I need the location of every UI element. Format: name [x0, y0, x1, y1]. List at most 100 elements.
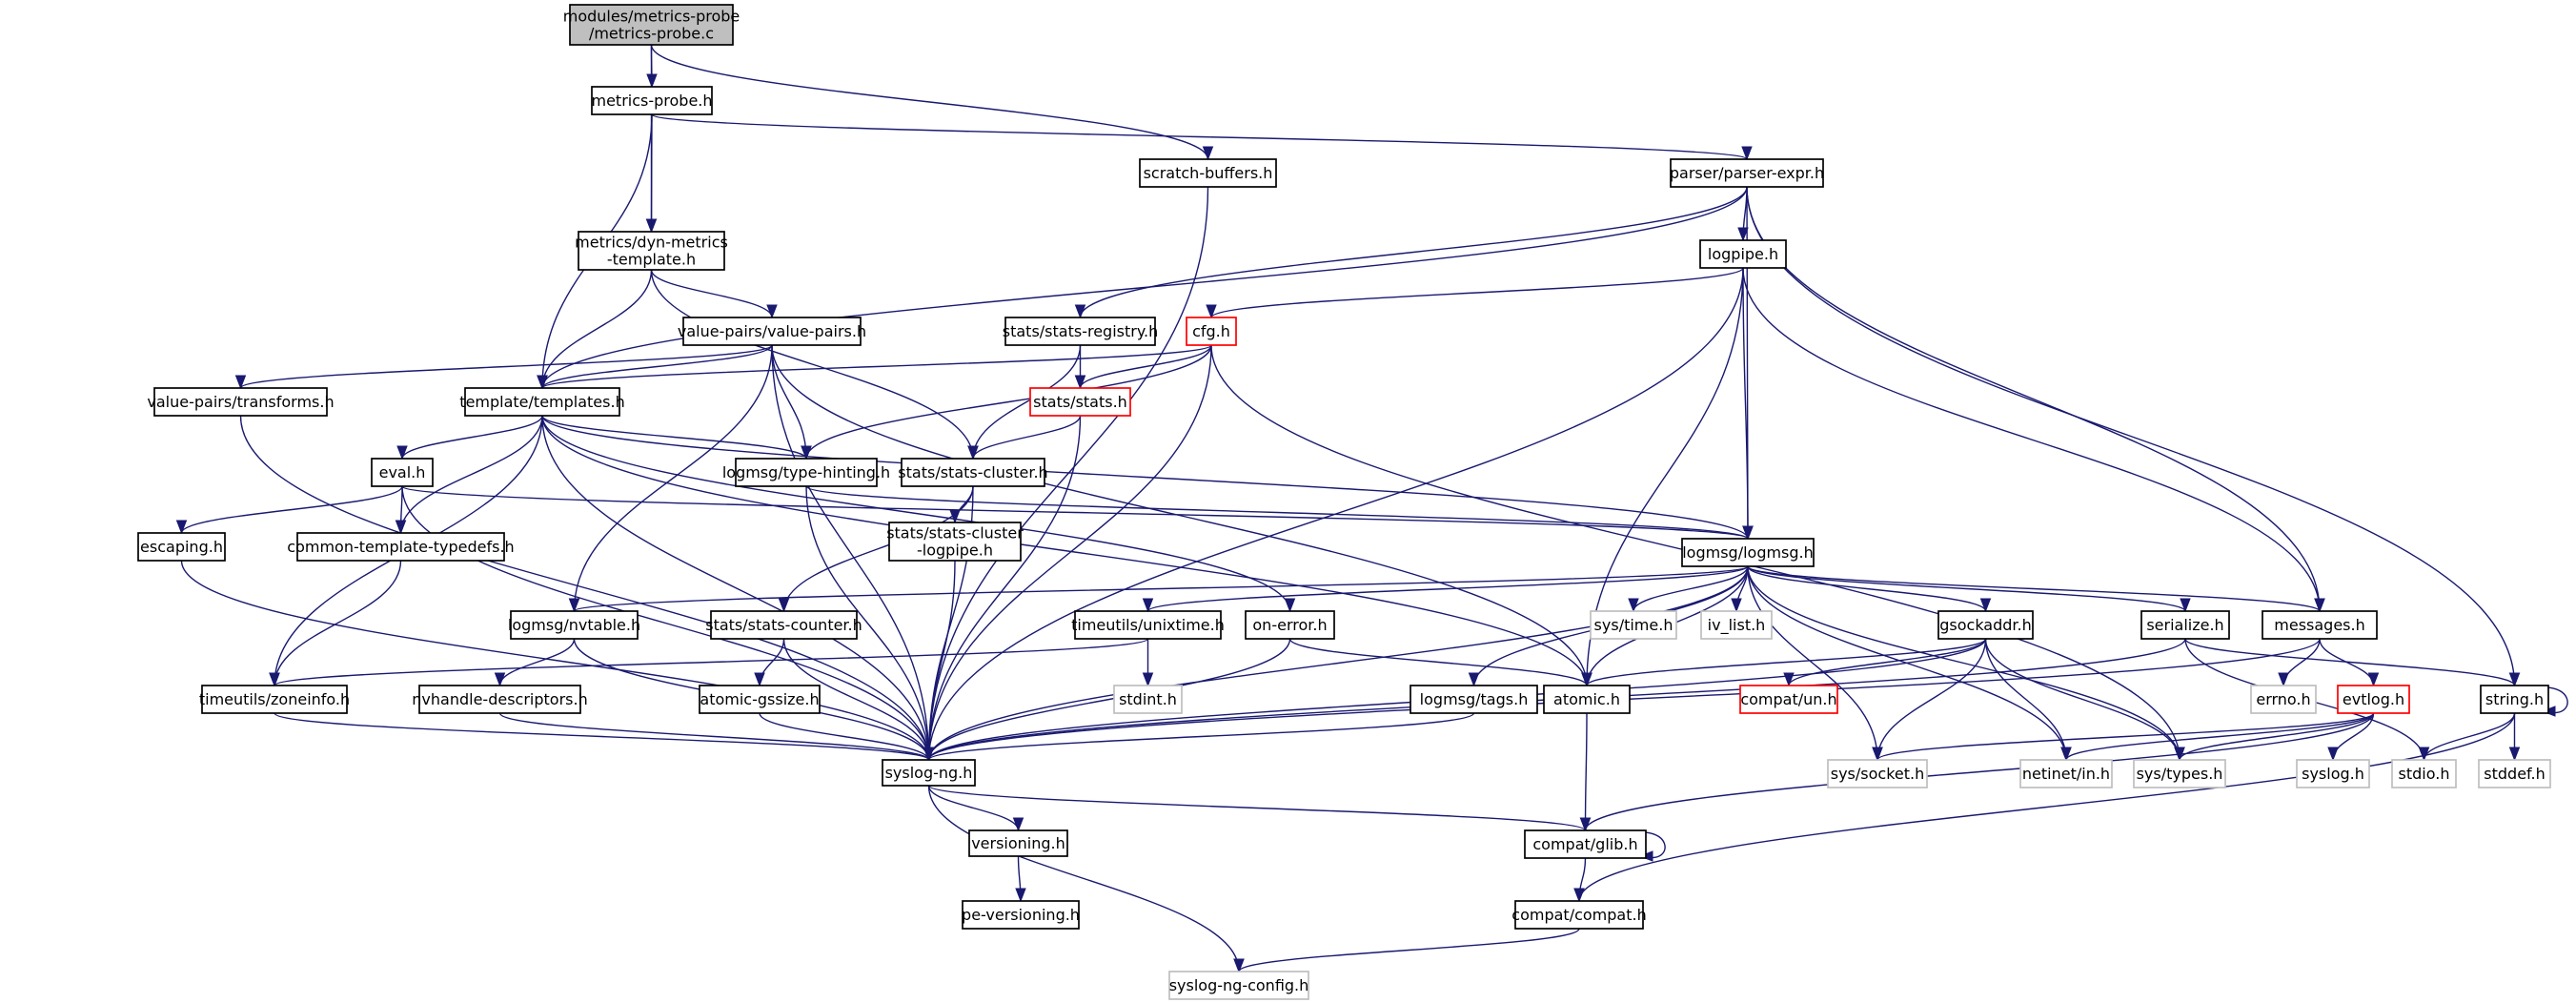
- arrowhead-icon: [1741, 146, 1753, 161]
- node-label: value-pairs/value-pairs.h: [678, 322, 866, 340]
- node-label: stats/stats-counter.h: [705, 616, 862, 634]
- node-sys-types-h[interactable]: sys/types.h: [2133, 759, 2226, 788]
- edge-stats-cluster-h-to-stats-cluster-logpipe-h: [949, 485, 974, 524]
- node-scratch-buffers-h[interactable]: scratch-buffers.h: [1139, 158, 1277, 188]
- node-sys-socket-h[interactable]: sys/socket.h: [1827, 759, 1928, 788]
- node-tags-h[interactable]: logmsg/tags.h: [1410, 685, 1538, 714]
- node-value-pairs-h[interactable]: value-pairs/value-pairs.h: [678, 317, 866, 346]
- node-type-hinting-h[interactable]: logmsg/type-hinting.h: [722, 458, 890, 487]
- node-cfg-h[interactable]: cfg.h: [1186, 317, 1237, 346]
- edge-line: [1578, 712, 2516, 902]
- arrowhead-icon: [754, 672, 765, 687]
- node-metrics-probe-h[interactable]: metrics-probe.h: [591, 86, 713, 115]
- node-compat-compat-h[interactable]: compat/compat.h: [1511, 900, 1647, 930]
- node-stddef-h[interactable]: stddef.h: [2478, 759, 2551, 788]
- node-dyn-metrics-template-h[interactable]: metrics/dyn-metrics-template.h: [575, 231, 728, 271]
- arrowhead-icon: [2314, 598, 2325, 613]
- node-compat-un-h[interactable]: compat/un.h: [1739, 685, 1838, 714]
- edge-line: [2184, 638, 2516, 686]
- edge-type-hinting-h-to-logmsg-h: [805, 485, 1754, 541]
- edge-line: [1747, 565, 2186, 612]
- node-label: errno.h: [2256, 690, 2310, 708]
- edge-line: [541, 415, 807, 460]
- node-netinet-in-h[interactable]: netinet/in.h: [2019, 759, 2113, 788]
- node-atomic-gssize-h[interactable]: atomic-gssize.h: [699, 685, 821, 714]
- arrowhead-icon: [1233, 958, 1245, 973]
- edge-logmsg-h-to-serialize-h: [1747, 565, 2191, 613]
- node-metrics-probe-c[interactable]: modules/metrics-probe/metrics-probe.c: [563, 4, 740, 46]
- node-box: [1827, 759, 1928, 788]
- node-gsockaddr-h[interactable]: gsockaddr.h: [1937, 610, 2034, 640]
- node-common-template-typedefs-h[interactable]: common-template-typedefs.h: [287, 532, 515, 562]
- edge-stats-h-to-stats-cluster-h: [967, 415, 1082, 461]
- node-iv-list-h[interactable]: iv_list.h: [1700, 610, 1773, 640]
- node-box: [1699, 239, 1787, 269]
- edge-line: [927, 638, 1291, 761]
- arrowhead-icon: [1284, 598, 1296, 613]
- arrowhead-icon: [1737, 227, 1749, 242]
- arrowhead-icon: [2418, 747, 2430, 762]
- node-atomic-h[interactable]: atomic.h: [1543, 685, 1631, 714]
- arrowhead-icon: [645, 218, 658, 234]
- edge-messages-h-to-evtlog-h: [2319, 638, 2380, 687]
- node-stats-cluster-h[interactable]: stats/stats-cluster.h: [898, 458, 1048, 487]
- node-box: [2296, 759, 2370, 788]
- node-templates-h[interactable]: template/templates.h: [459, 387, 625, 417]
- node-errno-h[interactable]: errno.h: [2250, 685, 2317, 714]
- node-sys-time-h[interactable]: sys/time.h: [1590, 610, 1677, 640]
- edge-line: [1747, 565, 1878, 761]
- node-stdio-h[interactable]: stdio.h: [2391, 759, 2457, 788]
- edge-line: [401, 415, 543, 460]
- node-syslog-h[interactable]: syslog.h: [2296, 759, 2370, 788]
- node-label: compat/compat.h: [1511, 906, 1646, 924]
- node-compat-glib-h[interactable]: compat/glib.h: [1524, 829, 1647, 859]
- node-serialize-h[interactable]: serialize.h: [2140, 610, 2230, 640]
- node-box: [1524, 829, 1647, 859]
- edge-parser-expr-h-to-string-h: [1746, 186, 2521, 687]
- edge-logpipe-h-to-messages-h: [1742, 267, 2325, 613]
- node-box: [2391, 759, 2457, 788]
- node-pe-versioning-h[interactable]: pe-versioning.h: [962, 900, 1080, 930]
- node-label: parser/parser-expr.h: [1670, 164, 1824, 182]
- arrowhead-icon: [1142, 598, 1154, 613]
- node-label: syslog.h: [2302, 765, 2364, 783]
- node-zoneinfo-h[interactable]: timeutils/zoneinfo.h: [199, 685, 350, 714]
- edge-line: [972, 344, 1082, 460]
- edge-line: [1876, 638, 1987, 761]
- node-versioning-h[interactable]: versioning.h: [968, 829, 1068, 857]
- node-escaping-h[interactable]: escaping.h: [137, 532, 226, 562]
- node-messages-h[interactable]: messages.h: [2262, 610, 2378, 640]
- arrowhead-icon: [1573, 888, 1585, 903]
- node-box: [968, 829, 1068, 857]
- node-unixtime-h[interactable]: timeutils/unixtime.h: [1071, 610, 1225, 640]
- edge-line: [771, 344, 930, 761]
- node-logpipe-h[interactable]: logpipe.h: [1699, 239, 1787, 269]
- arrowhead-icon: [568, 598, 580, 613]
- node-stdint-h[interactable]: stdint.h: [1113, 685, 1183, 714]
- node-syslog-ng-h[interactable]: syslog-ng.h: [882, 759, 976, 787]
- node-stats-h[interactable]: stats/stats.h: [1029, 387, 1131, 417]
- node-on-error-h[interactable]: on-error.h: [1245, 610, 1335, 640]
- node-stats-registry-h[interactable]: stats/stats-registry.h: [1003, 317, 1158, 346]
- edge-line: [498, 638, 576, 686]
- node-logmsg-h[interactable]: logmsg/logmsg.h: [1681, 538, 1815, 567]
- node-nvtable-h[interactable]: logmsg/nvtable.h: [508, 610, 640, 640]
- node-nvhandle-descriptors-h[interactable]: nvhandle-descriptors.h: [412, 685, 588, 714]
- node-parser-expr-h[interactable]: parser/parser-expr.h: [1670, 158, 1824, 188]
- edge-templates-h-to-eval-h: [396, 415, 543, 461]
- node-box: [569, 4, 734, 46]
- node-box: [153, 387, 328, 417]
- node-box: [1029, 387, 1131, 417]
- edge-string-h-to-stddef-h: [2508, 712, 2521, 762]
- node-syslog-ng-config-h[interactable]: syslog-ng-config.h: [1168, 971, 1309, 1000]
- edge-line: [650, 269, 773, 318]
- node-transforms-h[interactable]: value-pairs/transforms.h: [147, 387, 335, 417]
- node-label: logmsg/logmsg.h: [1682, 543, 1814, 562]
- node-string-h[interactable]: string.h: [2480, 685, 2549, 714]
- edge-line: [954, 485, 974, 523]
- node-stats-cluster-logpipe-h[interactable]: stats/stats-cluster-logpipe.h: [886, 522, 1024, 562]
- node-evtlog-h[interactable]: evtlog.h: [2337, 685, 2410, 714]
- node-eval-h[interactable]: eval.h: [371, 458, 434, 487]
- arrowhead-icon: [1015, 888, 1026, 903]
- node-stats-counter-h[interactable]: stats/stats-counter.h: [705, 610, 862, 640]
